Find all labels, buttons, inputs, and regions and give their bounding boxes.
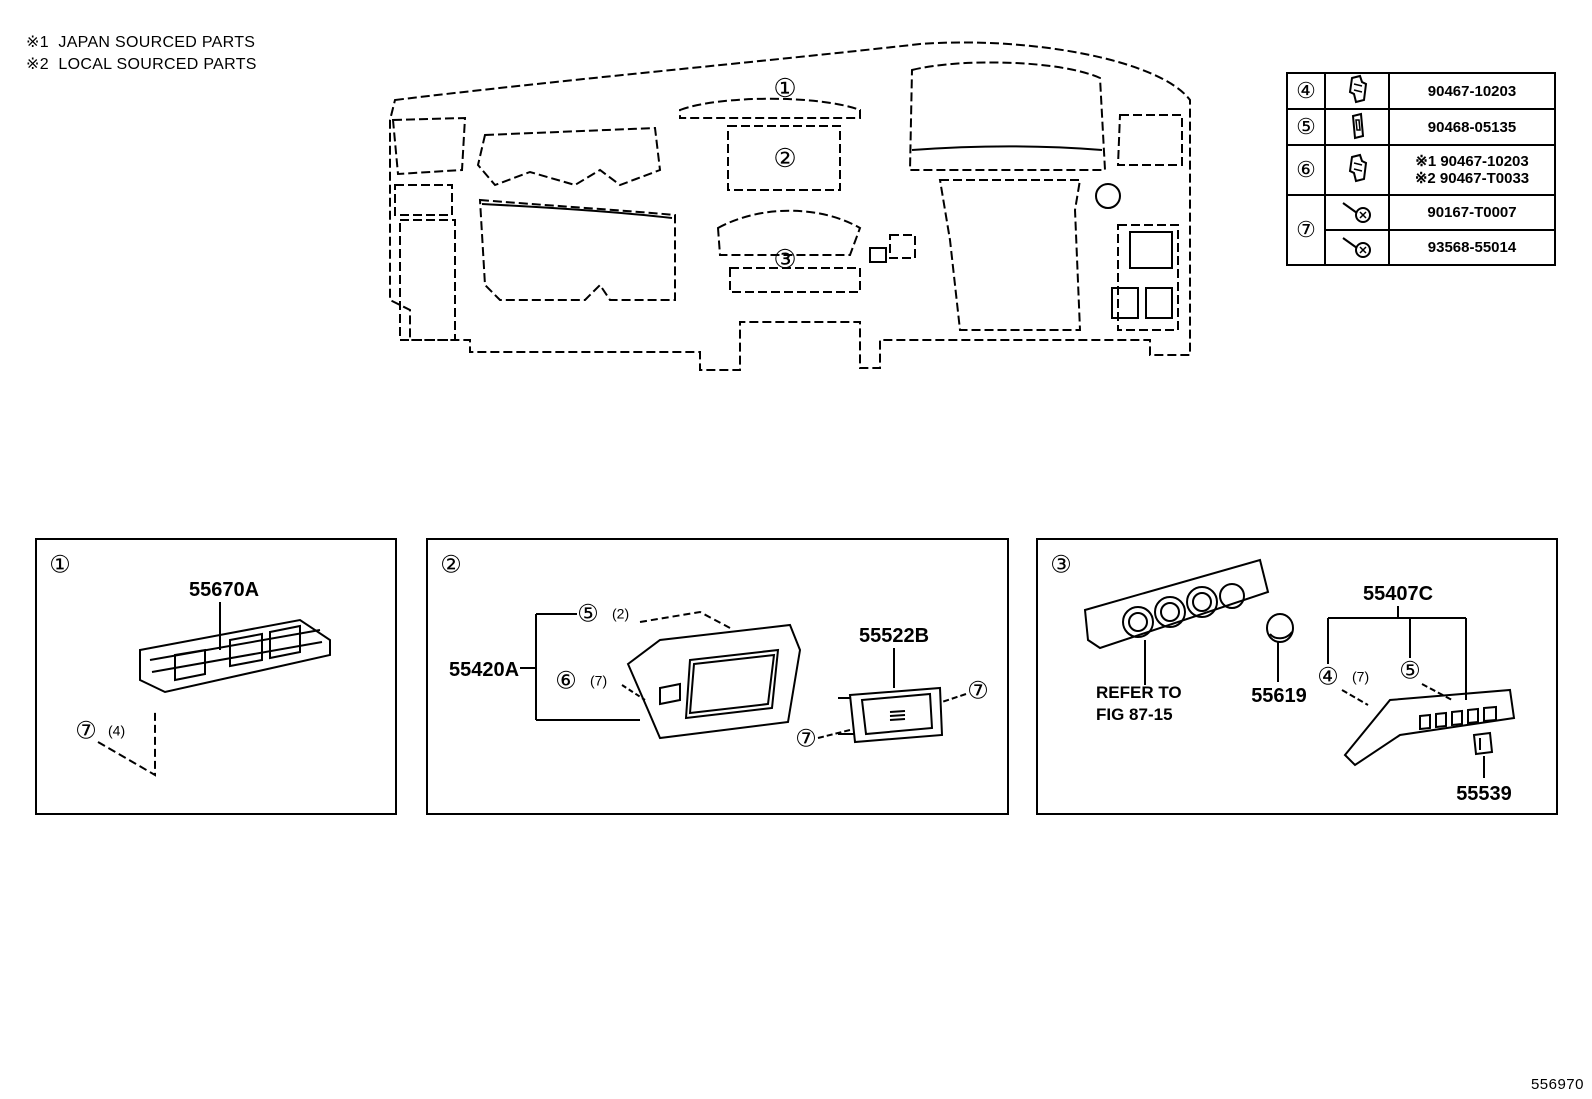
center-vent-part — [139, 618, 331, 694]
note-japan-sourced: ※1 JAPAN SOURCED PARTS — [26, 34, 256, 51]
overview-callout-1: ① — [773, 73, 796, 103]
knob-part — [1266, 613, 1294, 643]
leader-dashed-5 — [639, 610, 731, 629]
leader-dashed-4 — [1341, 689, 1369, 706]
fastener-ref-6: ⑥ — [555, 667, 577, 694]
panel-2-frame — [426, 538, 1009, 815]
meter-hood-outline — [908, 61, 1107, 171]
left-kick-outline — [399, 219, 456, 341]
panel-3-frame — [1036, 538, 1558, 815]
legend-number-7b: 93568-55014 — [1388, 229, 1556, 266]
left-panel-outline — [476, 126, 662, 187]
panel-3-ref: ③ — [1050, 551, 1072, 578]
legend-row-7b: 93568-55014 — [1287, 229, 1556, 266]
fastener-legend-table: ④ 90467-10203 ⑤ 90468-05135 ⑥ ※1 90467-1… — [1286, 72, 1556, 266]
push-clip-icon — [1324, 144, 1390, 196]
center-cluster-part — [626, 623, 802, 740]
screw-icon — [1324, 229, 1390, 266]
legend-number-7a: 90167-T0007 — [1388, 194, 1556, 231]
panel-1-frame — [35, 538, 397, 815]
fastener-ref-7-left: ⑦ — [795, 725, 817, 752]
fastener-qty-6: (7) — [590, 673, 607, 689]
dashboard-outline — [389, 41, 1191, 371]
right-switch-left — [1111, 287, 1139, 319]
legend-row-4: ④ 90467-10203 — [1286, 72, 1556, 110]
part-label-55619: 55619 — [1251, 685, 1307, 707]
legend-ref-5: ⑤ — [1286, 108, 1326, 146]
meter-lower-edge — [911, 145, 1103, 151]
legend-row-5: ⑤ 90468-05135 — [1286, 108, 1556, 146]
fastener-qty: (4) — [108, 723, 125, 739]
steering-column-outline — [938, 179, 1082, 331]
legend-ref-4: ④ — [1286, 72, 1326, 110]
right-switch-right — [1145, 287, 1173, 319]
panel-2-ref: ② — [440, 551, 462, 578]
part-label-55539: 55539 — [1456, 783, 1512, 805]
leader-dashed-5-panel3 — [1421, 683, 1453, 701]
legend-row-6: ⑥ ※1 90467-10203 ※2 90467-T0033 — [1286, 144, 1556, 196]
sourcing-notes: ※1 JAPAN SOURCED PARTS ※2 LOCAL SOURCED … — [26, 32, 257, 76]
legend-number-5: 90468-05135 — [1388, 108, 1556, 146]
push-clip-icon — [1324, 72, 1390, 110]
part-label-55522B: 55522B — [859, 625, 929, 647]
legend-number-6: ※1 90467-10203 ※2 90467-T0033 — [1388, 144, 1556, 196]
glovebox-top-edge — [481, 203, 673, 219]
right-display-frame — [1129, 231, 1173, 269]
small-switch-outline — [889, 234, 916, 259]
panel-3: ③ REFER TO FIG 87-15 55619 55407C ④ (7) … — [1036, 538, 1558, 815]
leader-dashed-6 — [621, 684, 646, 701]
leader-dashed-7-left — [817, 729, 851, 739]
fastener-ref-7-right: ⑦ — [967, 677, 989, 704]
part-label-55407C: 55407C — [1363, 583, 1433, 605]
bracket-55420A — [520, 613, 640, 721]
lower-center-outline — [729, 267, 861, 293]
fastener-qty-5: (2) — [612, 606, 629, 622]
panel-1-ref: ① — [49, 551, 71, 578]
legend-ref-6: ⑥ — [1286, 144, 1326, 196]
right-vent-outline — [1116, 114, 1183, 166]
overview-callout-3: ③ — [773, 244, 796, 274]
knob-icon — [1095, 183, 1121, 209]
legend-number-4: 90467-10203 — [1388, 72, 1556, 110]
part-label-55670A: 55670A — [189, 579, 259, 601]
fastener-qty-4: (7) — [1352, 669, 1369, 685]
center-vent-outline — [679, 97, 861, 119]
small-switch-left — [869, 247, 887, 263]
glovebox-outline — [478, 198, 676, 301]
legend-ref-7: ⑦ — [1286, 194, 1326, 266]
refer-fig-label: FIG 87-15 — [1096, 705, 1173, 724]
dashboard-overview — [389, 41, 1191, 371]
leader-dashed-7-right — [941, 693, 967, 703]
fastener-ref-5-panel3: ⑤ — [1399, 657, 1421, 684]
note-local-sourced: ※2 LOCAL SOURCED PARTS — [26, 56, 257, 73]
switch-module-part — [838, 686, 944, 744]
figure-id: 556970 — [1530, 1076, 1584, 1093]
leader-dashed-1 — [97, 710, 156, 777]
lower-trim-part — [1343, 688, 1516, 767]
left-vent-outline — [391, 116, 467, 176]
heater-control-outline — [716, 209, 862, 256]
overview-callouts: ① ② ③ — [773, 73, 796, 274]
right-lower-panel-outline — [1117, 224, 1179, 331]
overview-callout-2: ② — [773, 143, 796, 173]
fastener-ref-7: ⑦ — [75, 717, 97, 744]
switch-part-55539 — [1472, 731, 1494, 756]
bracket-55407C — [1327, 606, 1467, 700]
panel-1: ① 55670A ⑦ (4) — [35, 538, 397, 815]
refer-to-label: REFER TO — [1096, 683, 1182, 702]
left-side-outline — [394, 184, 453, 216]
legend-row-7a: ⑦ 90167-T0007 — [1286, 194, 1556, 266]
fastener-ref-4: ④ — [1317, 663, 1339, 690]
screw-icon — [1324, 194, 1390, 231]
panel-2: ② 55420A ⑤ (2) ⑥ (7) 55522B ⑦ ⑦ — [426, 538, 1009, 815]
audio-unit-outline — [727, 125, 841, 191]
clip-icon — [1324, 108, 1390, 146]
heater-control-part — [1083, 558, 1270, 650]
fastener-ref-5: ⑤ — [577, 600, 599, 627]
dashboard-solid-details — [481, 145, 1173, 319]
part-label-55420A: 55420A — [449, 659, 519, 681]
